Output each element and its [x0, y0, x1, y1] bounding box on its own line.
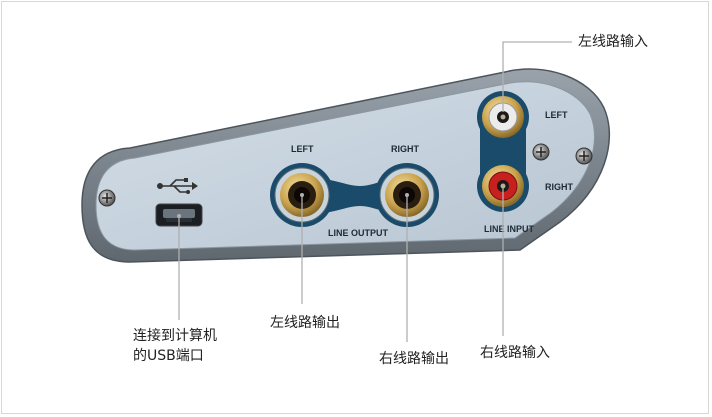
screw-icon — [575, 147, 593, 165]
rca-right-label: RIGHT — [545, 182, 574, 192]
jack-left-label: LEFT — [291, 144, 314, 154]
callout-line-left-input — [502, 41, 572, 112]
callout-lines — [178, 41, 572, 342]
screw-icon — [532, 143, 550, 161]
usb-icon — [157, 178, 198, 194]
callout-right-line-output: 右线路输出 — [379, 351, 449, 367]
jack-right-label: RIGHT — [391, 144, 420, 154]
line-input-label: LINE INPUT — [484, 224, 535, 234]
screw-icon — [98, 189, 116, 207]
rca-left-label: LEFT — [545, 110, 568, 120]
callout-left-line-output: 左线路输出 — [270, 315, 340, 331]
callout-usb-line2: 的USB端口 — [133, 348, 204, 364]
callout-left-line-input: 左线路输入 — [578, 34, 648, 50]
panel-face — [95, 81, 595, 251]
callout-right-line-input: 右线路输入 — [480, 345, 550, 361]
line-output-label: LINE OUTPUT — [328, 228, 389, 238]
callout-usb-line1: 连接到计算机 — [133, 328, 217, 344]
